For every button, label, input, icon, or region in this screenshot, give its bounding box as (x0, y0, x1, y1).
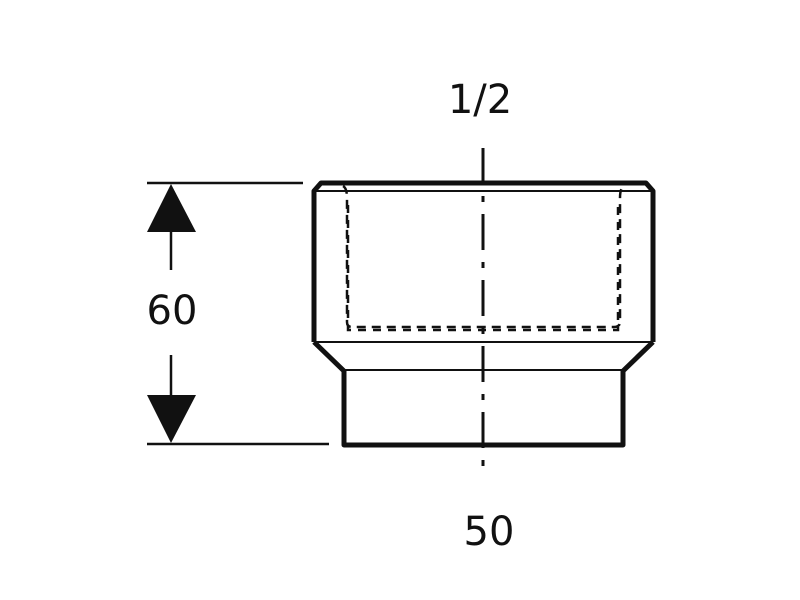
upper-body-outline (311, 180, 656, 342)
bottom-size-label: 50 (464, 509, 515, 555)
arrow-down-icon (147, 395, 196, 443)
top-size-label: 1/2 (448, 77, 512, 123)
height-dimension: 60 (147, 181, 329, 446)
hidden-socket-lines (342, 184, 625, 332)
taper-left (312, 340, 346, 373)
height-label: 60 (147, 288, 198, 334)
taper-right (621, 340, 655, 373)
lower-spigot-outline (341, 371, 626, 448)
arrow-up-icon (147, 184, 196, 232)
